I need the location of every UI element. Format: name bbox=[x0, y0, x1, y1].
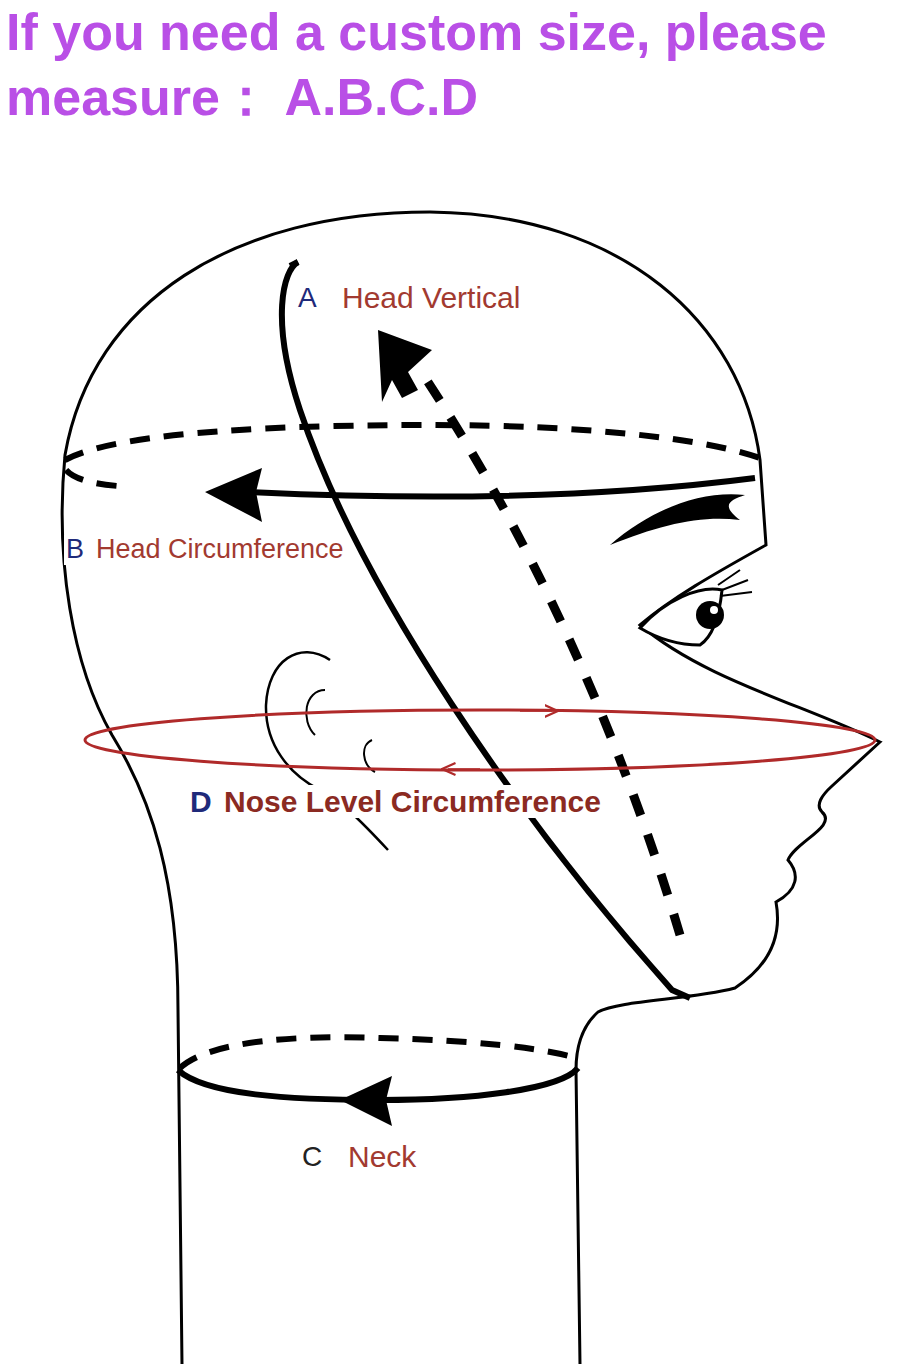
arrowhead bbox=[378, 330, 432, 402]
ear bbox=[266, 652, 388, 850]
head-vertical-line bbox=[290, 262, 298, 266]
red-arrow bbox=[520, 710, 552, 712]
measure-name: Neck bbox=[346, 1140, 418, 1173]
callout-letter: D bbox=[188, 785, 214, 818]
measure-name: Head Circumference bbox=[94, 535, 346, 565]
pupil-highlight bbox=[710, 606, 718, 614]
ear-inner bbox=[364, 740, 375, 772]
callout-letter: B bbox=[64, 535, 86, 565]
arrowhead bbox=[205, 468, 262, 522]
measure-name: Nose Level Circumference bbox=[222, 785, 603, 818]
neck-dashed bbox=[180, 1037, 576, 1068]
callout-letter: A bbox=[296, 283, 319, 314]
arrowhead bbox=[340, 1076, 392, 1126]
measure-name: Head Vertical bbox=[340, 281, 522, 314]
page-title: If you need a custom size, please measur… bbox=[6, 0, 906, 130]
red-arrow bbox=[448, 768, 480, 770]
circumference-line bbox=[250, 478, 755, 496]
nose-level-ellipse bbox=[85, 710, 875, 770]
pupil bbox=[696, 601, 724, 629]
circumference-dashed bbox=[65, 425, 765, 460]
head-vertical-dashed bbox=[420, 370, 680, 935]
eyelashes bbox=[718, 570, 752, 596]
circumference-dashed bbox=[66, 470, 118, 486]
head-vertical-line bbox=[282, 262, 690, 998]
callout-letter: C bbox=[300, 1142, 324, 1173]
eyebrow bbox=[610, 494, 745, 545]
head-outline bbox=[62, 212, 880, 1364]
